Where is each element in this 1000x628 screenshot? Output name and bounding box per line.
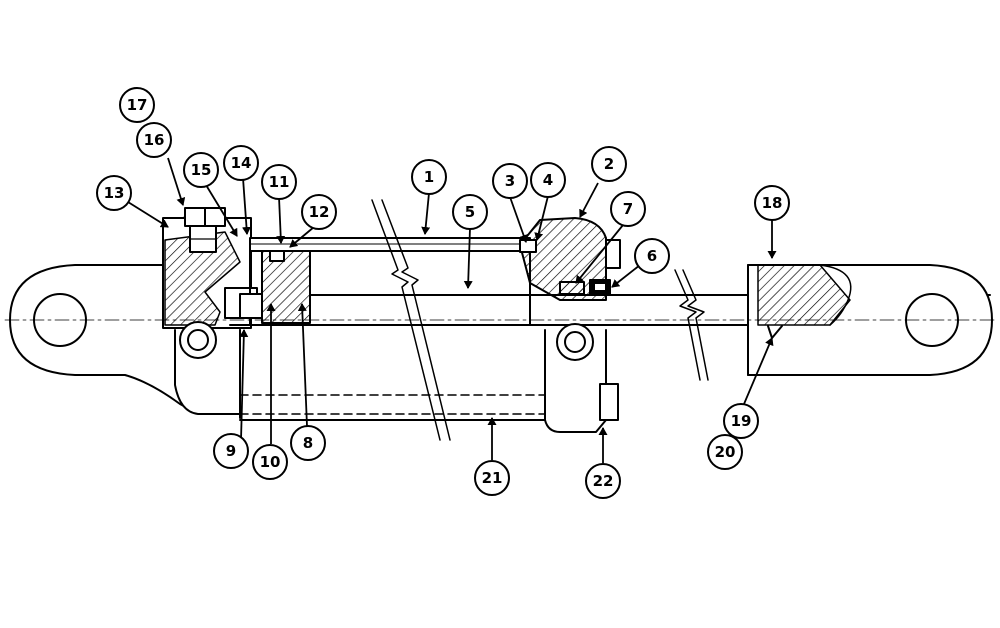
callout-label: 6 [647,247,657,265]
callout-label: 15 [191,161,212,179]
callout-label: 12 [309,203,330,221]
callout-17: 17 [119,87,155,123]
callout-group: 17 16 13 15 14 11 12 1 5 3 4 2 7 6 18 19… [96,87,790,499]
callout-label: 21 [482,469,503,487]
callout-5: 5 [452,194,488,230]
callout-label: 22 [593,472,614,490]
callout-label: 13 [104,184,125,202]
callout-16: 16 [136,122,172,158]
callout-1: 1 [411,159,447,195]
callout-label: 8 [303,434,313,452]
callout-3: 3 [492,163,528,199]
callout-label: 17 [127,96,148,114]
callout-9: 9 [213,433,249,469]
callout-21: 21 [474,460,510,496]
leader-lines [127,157,777,463]
callout-22: 22 [585,463,621,499]
callout-6: 6 [634,238,670,274]
port-fitting [184,207,226,253]
callout-label: 20 [715,443,736,461]
callout-label: 9 [226,442,236,460]
callout-10: 10 [252,444,288,480]
callout-2: 2 [591,146,627,182]
break-lines [371,199,709,441]
callout-label: 16 [144,131,165,149]
callout-18: 18 [754,185,790,221]
callout-19: 19 [723,403,759,439]
callout-label: 14 [231,154,252,172]
callout-label: 4 [543,171,553,189]
callout-label: 10 [260,453,281,471]
callout-label: 11 [269,173,290,191]
callout-label: 5 [465,203,475,221]
barrel-lower [239,329,546,421]
callout-label: 18 [762,194,783,212]
callout-label: 3 [505,172,515,190]
callout-8: 8 [290,425,326,461]
callout-13: 13 [96,175,132,211]
callout-12: 12 [301,194,337,230]
callout-20: 20 [707,434,743,470]
callout-label: 1 [424,168,434,186]
callout-4: 4 [530,162,566,198]
rod-end-eye [747,264,993,376]
callout-label: 19 [731,412,752,430]
callout-15: 15 [183,152,219,188]
callout-label: 7 [623,200,633,218]
callout-14: 14 [223,145,259,181]
callout-label: 2 [604,155,614,173]
barrel-tube [249,237,531,326]
callout-7: 7 [610,191,646,227]
callout-11: 11 [261,164,297,200]
